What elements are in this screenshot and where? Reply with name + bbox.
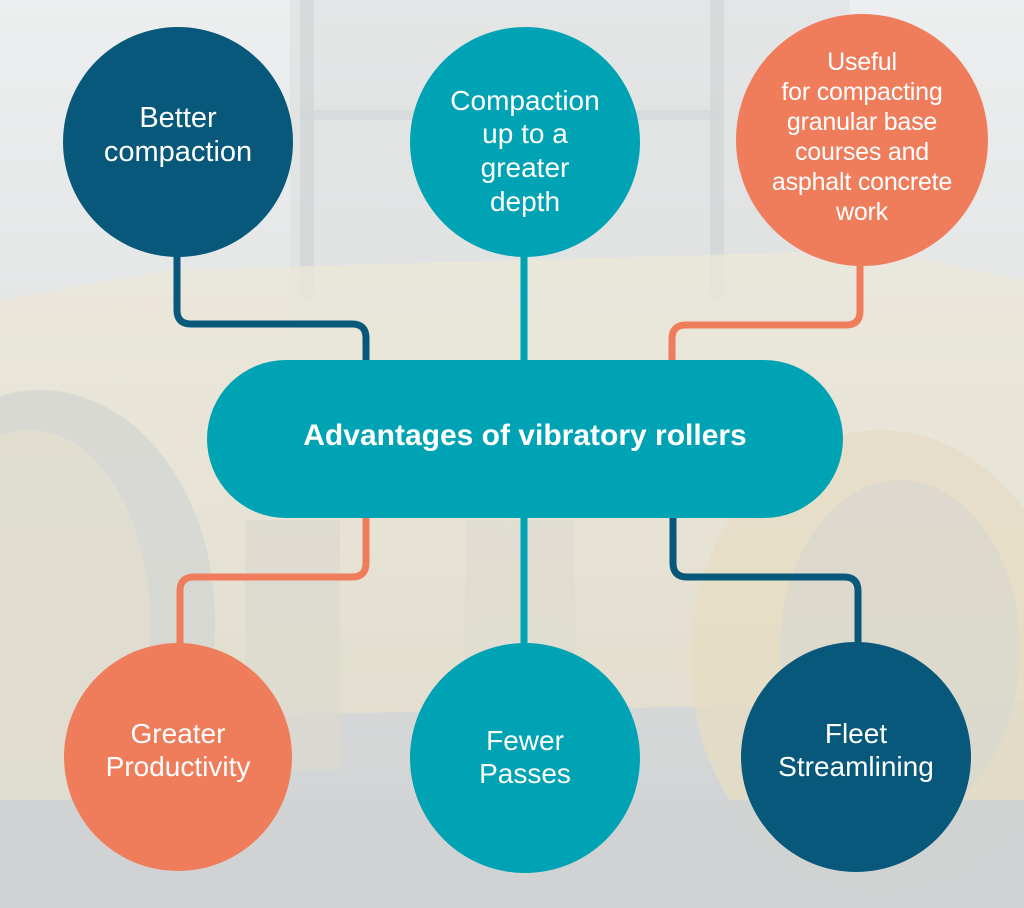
center-title: Advantages of vibratory rollers	[303, 419, 747, 452]
connector-useful-for	[668, 262, 864, 362]
node-useful-for: Useful for compacting granular base cour…	[771, 48, 953, 226]
node-greater-depth: Compaction up to a greater depth	[450, 84, 600, 217]
node-circle-useful-for	[736, 14, 988, 266]
node-fewer-passes: Fewer Passes	[479, 725, 571, 789]
node-circle-better-compaction	[63, 27, 293, 257]
node-circle-greater-productivity	[64, 643, 292, 871]
connector-greater-productivity	[176, 516, 370, 646]
node-circle-fleet-streamlining	[741, 642, 971, 872]
connector-fleet-streamlining	[669, 516, 862, 646]
node-fleet-streamlining: Fleet Streamlining	[778, 718, 934, 782]
center-node	[207, 360, 843, 518]
node-better-compaction: Better compaction	[103, 102, 253, 168]
node-circle-fewer-passes	[410, 643, 640, 873]
connector-better-compaction	[173, 255, 370, 362]
node-greater-productivity: Greater Productivity	[105, 718, 251, 782]
node-circle-greater-depth	[410, 27, 640, 257]
